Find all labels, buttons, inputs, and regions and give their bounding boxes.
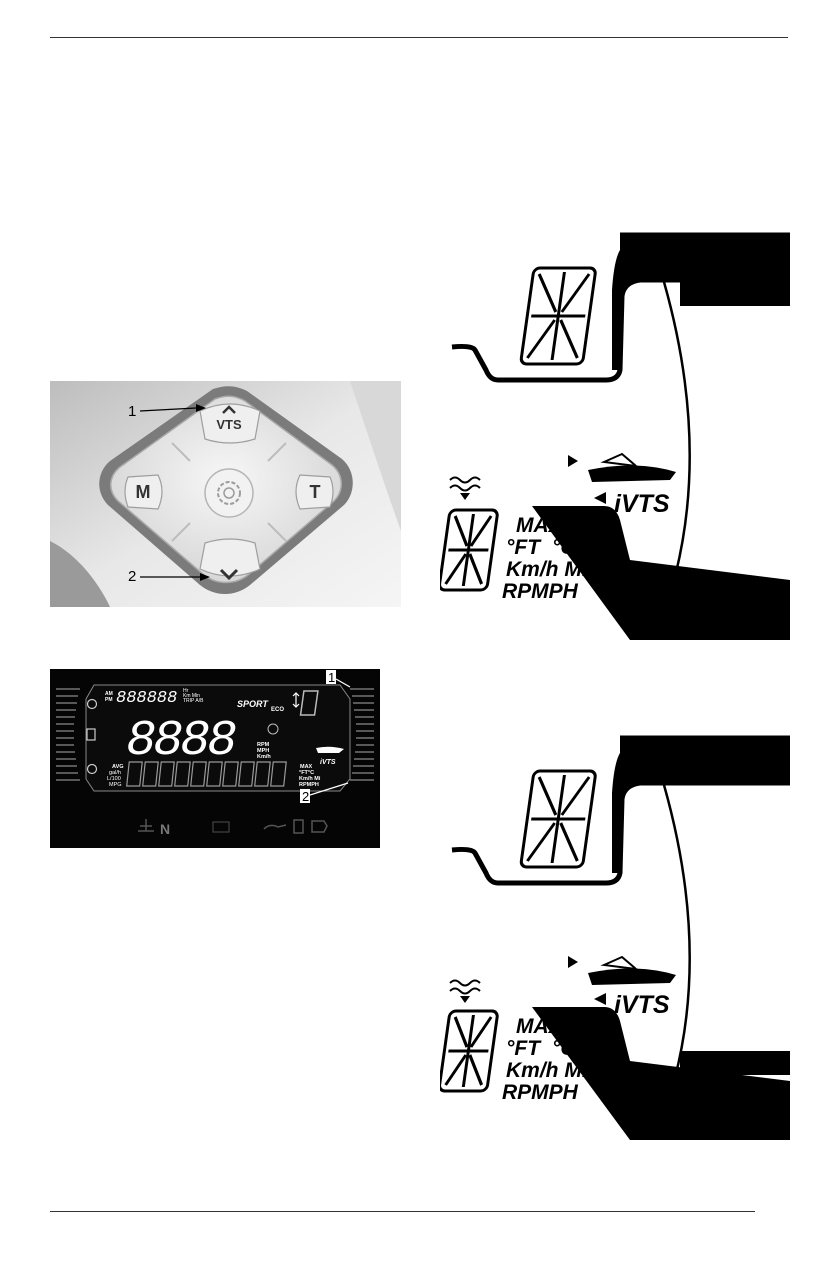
rpm-label: RPM <box>257 742 270 748</box>
waves-icon <box>449 476 481 492</box>
trim-arrows-icon <box>292 692 300 708</box>
gear-digit-lower-2 <box>440 1009 499 1093</box>
pm-label: PM <box>105 697 113 703</box>
max-text-2: MAX <box>516 1015 565 1038</box>
ft-text-2: °FT <box>506 1037 542 1060</box>
triangle-left-icon <box>594 492 606 504</box>
ivts-label: iVTS <box>320 759 336 766</box>
vts-label: VTS <box>216 417 242 432</box>
t-button[interactable] <box>295 474 334 510</box>
km-min-label: Km Min <box>183 693 200 699</box>
speed-icon <box>267 723 279 735</box>
avg-label: AVG <box>112 764 124 770</box>
lcd-callout-2: 2 <box>302 789 309 804</box>
odometer-digits: 888888 <box>116 689 177 708</box>
gear-digit-upper <box>519 266 597 366</box>
chevron-up-icon <box>222 405 236 414</box>
t-label: T <box>310 482 321 502</box>
main-digits: 8888 <box>126 713 236 770</box>
watercraft-icon-2 <box>588 968 676 985</box>
footer-rule <box>50 1211 755 1212</box>
galh-label: gal/h <box>109 770 121 776</box>
ftc-label: °FT°C <box>299 770 314 776</box>
ft-text-1: °FT <box>506 536 542 559</box>
triangle-right-icon-2 <box>568 956 578 968</box>
trip-label: TRIP A/B <box>183 698 204 704</box>
mpg-label: MPG <box>109 782 122 788</box>
kmh-label: Km/h <box>257 754 271 760</box>
am-label: AM <box>105 691 113 697</box>
callout-2: 2 <box>128 568 136 585</box>
down-button[interactable] <box>199 538 261 577</box>
fuel-pump-icon <box>86 728 96 741</box>
waves-icon-2 <box>449 979 481 995</box>
gear-icon <box>217 481 241 505</box>
chevron-down-icon <box>219 568 239 581</box>
gear-digit-lower <box>440 508 499 592</box>
gear-digit-upper-2 <box>519 769 597 869</box>
m-button[interactable] <box>124 474 163 510</box>
mph-label: MPH <box>257 748 269 754</box>
rpmph-text-2: RPMPH <box>502 1081 579 1104</box>
watercraft-icon <box>316 746 344 753</box>
triangle-left-icon-2 <box>594 993 606 1005</box>
c-text-2: °C <box>552 1037 576 1060</box>
c-text-1: °C <box>552 536 576 559</box>
watercraft-icon-1 <box>588 465 676 482</box>
l100-label: L/100 <box>107 776 121 782</box>
battery-icon <box>212 821 230 833</box>
ivts-text-1: iVTS <box>614 490 670 518</box>
ivts-text-2: iVTS <box>614 991 670 1019</box>
fuel-icon <box>293 819 304 834</box>
rpmph-text-1: RPMPH <box>502 580 579 603</box>
lcd-callout-1: 1 <box>328 670 335 685</box>
callout-1: 1 <box>128 403 136 420</box>
hr-label: Hr <box>183 688 189 694</box>
check-engine-icon <box>311 820 328 833</box>
kmhmi-label: Km/h Mi <box>299 776 321 782</box>
kmh-mi-text-2: Km/h Mi <box>506 1059 589 1082</box>
oil-pressure-icon <box>263 824 287 830</box>
vts-up-button[interactable] <box>199 403 261 444</box>
sport-label: SPORT <box>237 699 269 709</box>
detail-illustration-1: iVTS MAX °FT °C Km/h Mi RPMPH <box>440 232 790 640</box>
rpmph-label: RPMPH <box>299 782 319 788</box>
header-rule <box>50 37 788 38</box>
lcd-display: AM PM 888888 Hr Km Min TRIP A/B SPORT EC… <box>50 669 380 848</box>
eco-label: ECO <box>271 707 284 713</box>
keypad-photo: VTS M T 1 2 <box>50 381 401 607</box>
triangle-right-icon <box>568 455 578 467</box>
max-text-1: MAX <box>516 514 565 537</box>
kmh-mi-text-1: Km/h Mi <box>506 558 589 581</box>
detail-illustration-2: iVTS MAX °FT °C Km/h Mi RPMPH <box>440 735 790 1140</box>
neutral-indicator: N <box>160 821 170 837</box>
m-label: M <box>136 482 151 502</box>
temperature-icon <box>138 819 154 832</box>
max-label: MAX <box>300 764 313 770</box>
